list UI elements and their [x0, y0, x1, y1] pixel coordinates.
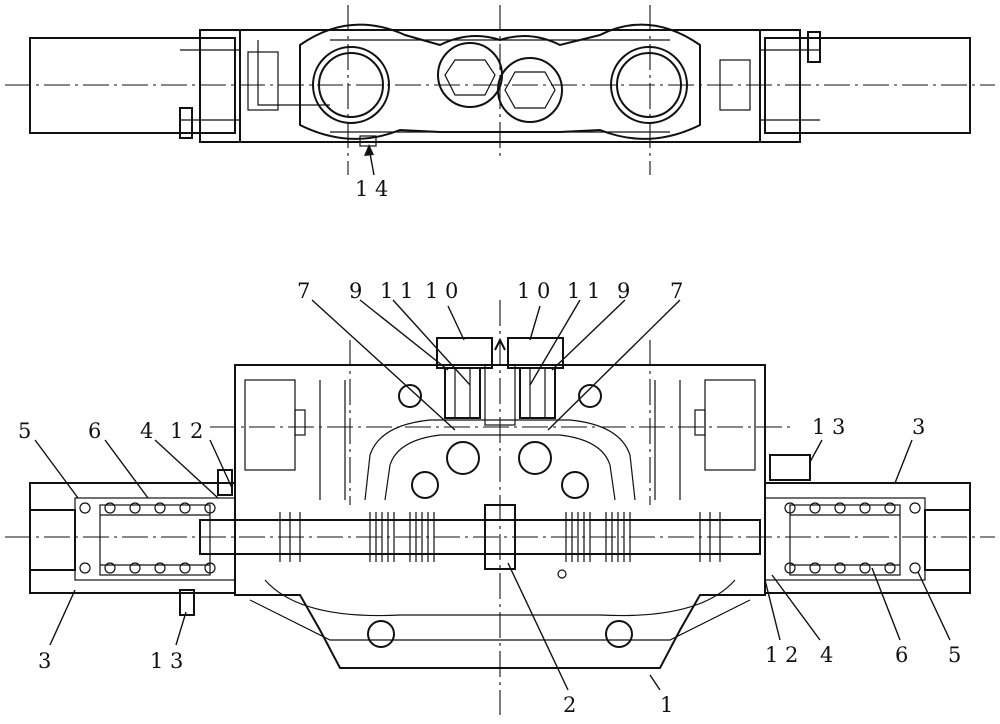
label-4-left: 4 — [140, 419, 153, 443]
label-12-right: 1 2 — [765, 643, 798, 667]
label-10-left: 1 0 — [425, 279, 458, 303]
label-4-right: 4 — [820, 643, 833, 667]
label-3-right: 3 — [912, 415, 925, 439]
label-11-left: 1 1 — [380, 279, 413, 303]
label-12-left: 1 2 — [170, 419, 203, 443]
label-11-right: 1 1 — [567, 279, 600, 303]
label-2: 2 — [563, 693, 576, 717]
section-view — [5, 300, 995, 715]
label-7-right: 7 — [670, 279, 683, 303]
top-view: 1 4 — [5, 5, 995, 201]
label-10-right: 1 0 — [517, 279, 550, 303]
label-6-left: 6 — [88, 419, 101, 443]
label-7-left: 7 — [297, 279, 310, 303]
label-13-right: 1 3 — [812, 415, 845, 439]
label-6-right: 6 — [895, 643, 908, 667]
label-13-left: 1 3 — [150, 649, 183, 673]
label-9-left: 9 — [349, 279, 362, 303]
callouts: 5 6 4 1 2 3 1 3 7 9 1 1 1 0 1 0 1 1 9 7 … — [18, 279, 961, 717]
label-14-top: 1 4 — [355, 177, 388, 201]
label-9-right: 9 — [617, 279, 630, 303]
label-3-left-bottom: 3 — [38, 649, 51, 673]
label-5-right: 5 — [948, 643, 961, 667]
label-1: 1 — [660, 693, 673, 717]
label-5-left: 5 — [18, 419, 31, 443]
